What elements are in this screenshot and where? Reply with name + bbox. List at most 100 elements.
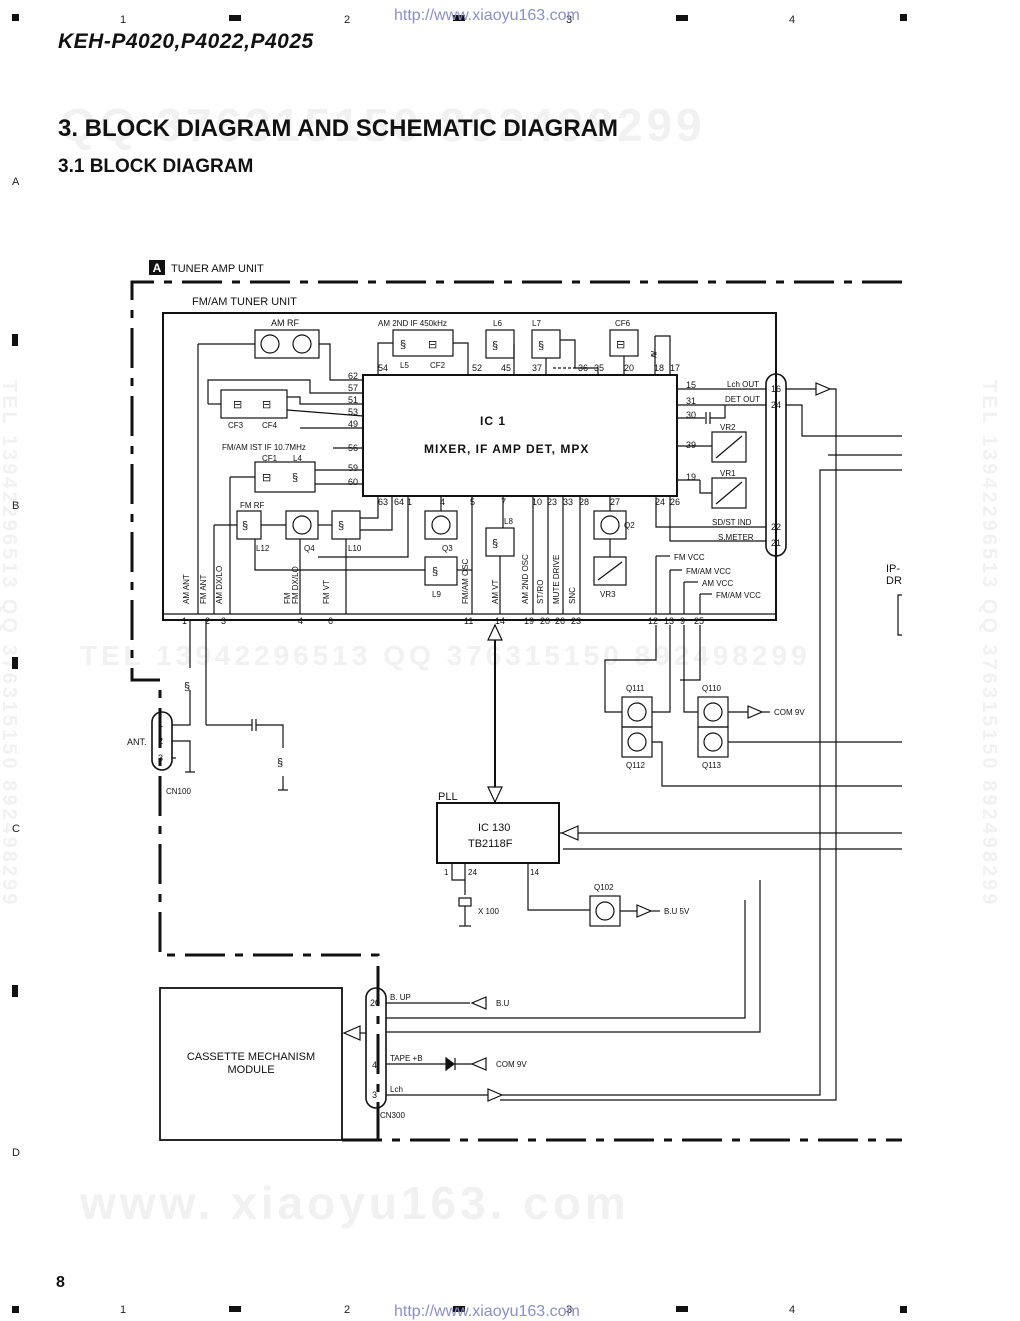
frame-mark bbox=[453, 15, 465, 21]
tape-b-label: TAPE +B bbox=[390, 1054, 423, 1063]
q112-box bbox=[621, 726, 653, 758]
transistor-symbol bbox=[292, 334, 312, 354]
transistor-symbol bbox=[595, 901, 615, 921]
ipdr-label-1: IP- bbox=[886, 563, 900, 575]
am-rf-label: AM RF bbox=[271, 318, 300, 328]
pin-label: 24 bbox=[655, 497, 665, 507]
filter-symbol: ⊟ bbox=[233, 399, 242, 411]
coil-symbol: § bbox=[492, 340, 498, 352]
sd-st-ind-label: SD/ST IND bbox=[712, 518, 752, 527]
section-title: 3. BLOCK DIAGRAM AND SCHEMATIC DIAGRAM bbox=[58, 115, 618, 142]
tuner-amp-badge-box bbox=[149, 260, 165, 275]
ic1-name: IC 1 bbox=[480, 414, 506, 428]
pin-label: 53 bbox=[348, 407, 358, 417]
x100-label: X 100 bbox=[478, 907, 499, 916]
mute-drive-label: MUTE DRIVE bbox=[552, 555, 561, 604]
vr3-label: VR3 bbox=[600, 590, 616, 599]
pin-label: 4 bbox=[440, 497, 445, 507]
filter-symbol: ⊟ bbox=[262, 399, 271, 411]
det-out-label: DET OUT bbox=[725, 395, 760, 404]
l4-label: L4 bbox=[293, 454, 302, 463]
am-vt-label: AM VT bbox=[491, 579, 500, 604]
pin-label: 4 bbox=[372, 1060, 377, 1070]
pin-label: 2 bbox=[205, 616, 210, 626]
pin-label: 15 bbox=[686, 380, 696, 390]
pin-label: 23 bbox=[571, 616, 581, 626]
b-up-label: B. UP bbox=[390, 993, 411, 1002]
signal-arrow bbox=[470, 1057, 487, 1071]
lch-label: Lch bbox=[390, 1085, 403, 1094]
coil-symbol: § bbox=[292, 472, 298, 484]
lch-out-label: Lch OUT bbox=[727, 380, 759, 389]
page-number: 8 bbox=[56, 1274, 65, 1291]
pin-label: 13 bbox=[664, 616, 674, 626]
com-9v-label-2: COM 9V bbox=[496, 1060, 527, 1069]
watermark-middle: TEL 13942296513 QQ 376315150 892498299 bbox=[80, 640, 811, 671]
grid-col-3-bottom: 3 bbox=[566, 1304, 573, 1316]
signal-arrow bbox=[470, 996, 487, 1010]
l10-label: L10 bbox=[348, 544, 362, 553]
pin-label: 57 bbox=[348, 383, 358, 393]
variable-resistor-symbol bbox=[715, 481, 743, 505]
signal-arrow bbox=[636, 904, 653, 918]
ic1-top-pins: 54 52 45 37 36 35 20 18 17 bbox=[378, 363, 680, 373]
signal-arrow bbox=[487, 786, 503, 804]
grid-col-2-bottom: 2 bbox=[344, 1304, 351, 1316]
grid-col-4-bottom: 4 bbox=[789, 1304, 796, 1316]
q111-box bbox=[621, 696, 653, 728]
filter-symbol: ⊟ bbox=[428, 339, 437, 351]
s-meter-label: S.METER bbox=[718, 533, 754, 542]
transistor-symbol bbox=[292, 515, 312, 535]
pin-label: 4 bbox=[298, 616, 303, 626]
ic130-box bbox=[436, 802, 560, 864]
signal-arrow bbox=[487, 623, 503, 641]
cn100-label: CN100 bbox=[166, 787, 191, 796]
l12-coil-box bbox=[236, 510, 262, 540]
tuner-amp-badge: A bbox=[153, 261, 162, 275]
q110-box bbox=[697, 696, 729, 728]
tuner-amp-unit-boundary bbox=[130, 280, 902, 1140]
cf3-label: CF3 bbox=[228, 421, 244, 430]
fm-vt-label: FM VT bbox=[322, 580, 331, 604]
l6-coil-box bbox=[485, 329, 515, 359]
am-ant-label: AM ANT bbox=[182, 574, 191, 604]
pin-label: 21 bbox=[771, 538, 781, 548]
grid-row-c: C bbox=[12, 823, 20, 835]
pin-label: 54 bbox=[378, 363, 388, 373]
model-number: KEH-P4020,P4022,P4025 bbox=[58, 30, 314, 53]
transistor-symbol bbox=[703, 702, 723, 722]
fm-dx-lo-label-1: FM bbox=[283, 592, 292, 604]
l7-label: L7 bbox=[532, 319, 541, 328]
pin-label: 24 bbox=[771, 400, 781, 410]
pin-label: 25 bbox=[694, 616, 704, 626]
l8-coil-box bbox=[485, 527, 515, 557]
diode-symbol bbox=[445, 1056, 455, 1072]
pin-label: 12 bbox=[648, 616, 658, 626]
ipdr-label-2: DR bbox=[886, 575, 902, 587]
pin-label: 19 bbox=[686, 472, 696, 482]
grid-col-3: 3 bbox=[566, 14, 573, 26]
pin-label: 28 bbox=[579, 497, 589, 507]
pin-label: 14 bbox=[495, 616, 505, 626]
pin-label: 20 bbox=[370, 998, 380, 1008]
fm-rf-label: FM RF bbox=[240, 501, 265, 510]
source-url-bottom[interactable]: http://www.xiaoyu163.com bbox=[394, 1303, 580, 1320]
pin-label: 59 bbox=[348, 463, 358, 473]
pin-label: 1 bbox=[182, 616, 187, 626]
corner-mark bbox=[900, 14, 907, 21]
pin-label: 3 bbox=[221, 616, 226, 626]
vr2-label: VR2 bbox=[720, 423, 736, 432]
crystal-symbol bbox=[458, 897, 472, 907]
source-url-top[interactable]: http://www.xiaoyu163.com bbox=[394, 7, 580, 24]
coil-symbol: § bbox=[242, 520, 248, 532]
pin-label: 60 bbox=[348, 477, 358, 487]
filter-symbol: ⊟ bbox=[616, 339, 625, 351]
coil-symbol: § bbox=[538, 340, 544, 352]
signal-arrow bbox=[487, 1088, 504, 1102]
l9-coil-box bbox=[424, 556, 458, 586]
pin-label: 27 bbox=[610, 497, 620, 507]
corner-mark bbox=[900, 1306, 907, 1313]
frame-mark bbox=[676, 15, 688, 21]
q4-box bbox=[285, 510, 319, 540]
tuner-amp-unit-label: TUNER AMP UNIT bbox=[171, 263, 264, 275]
